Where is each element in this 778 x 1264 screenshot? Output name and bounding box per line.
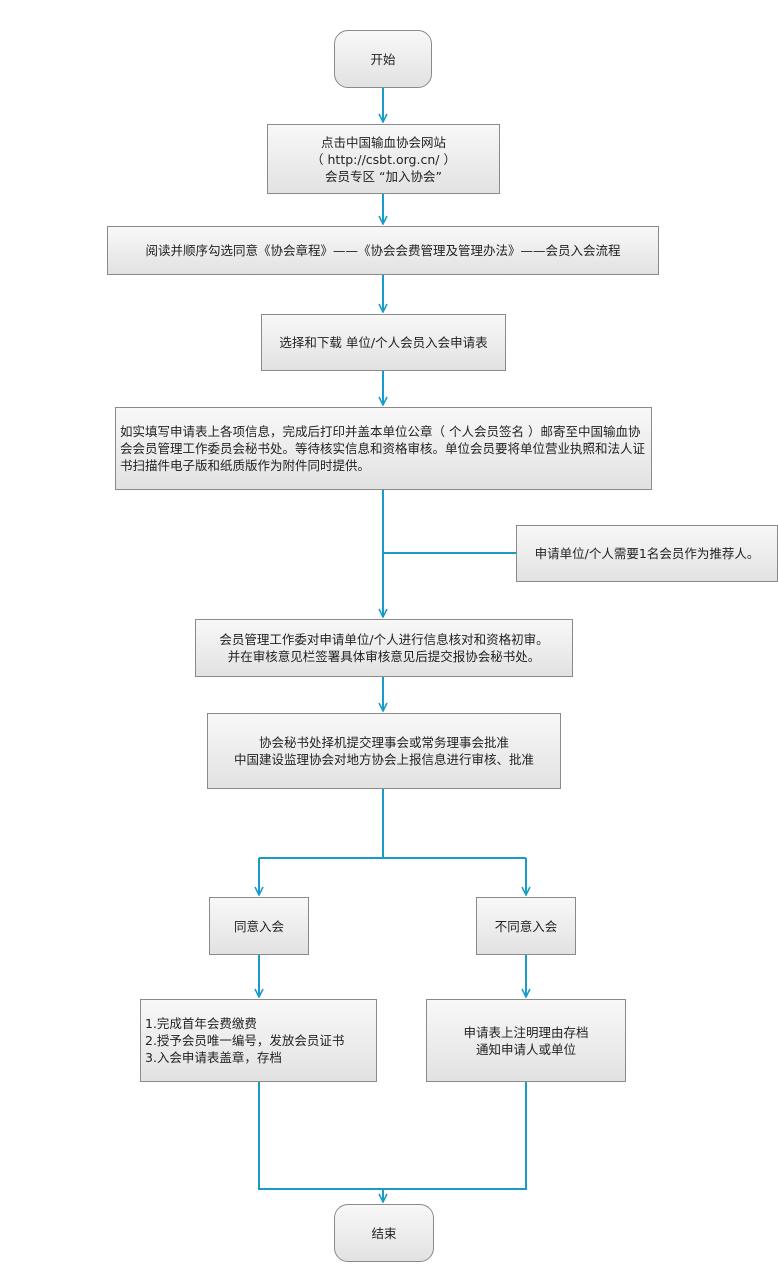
reject-step-2: 通知申请人或单位 [475, 1041, 576, 1057]
reject-label: 不同意入会 [494, 918, 558, 934]
committee-review-step: 会员管理工作委对申请单位/个人进行信息核对和资格初审。 并在审核意见栏签署具体审… [195, 619, 573, 677]
approve-step-2: 2.授予会员唯一编号，发放会员证书 [145, 1033, 345, 1048]
reject-step-1: 申请表上注明理由存档 [463, 1024, 589, 1040]
read-and-agree-text: 阅读并顺序勾选同意《协会章程》——《协会会费管理及管理办法》——会员入会流程 [145, 243, 621, 258]
reject-steps-box: 申请表上注明理由存档 通知申请人或单位 [426, 999, 626, 1082]
connector-merge [258, 1082, 527, 1190]
read-and-agree-step: 阅读并顺序勾选同意《协会章程》——《协会会费管理及管理办法》——会员入会流程 [107, 226, 659, 275]
fill-form-text: 如实填写申请表上各项信息，完成后打印并盖本单位公章（ 个人会员签名 ）邮寄至中国… [120, 424, 646, 473]
end-node: 结束 [334, 1204, 434, 1262]
visit-website-line-1: 点击中国输血协会网站 [320, 134, 446, 150]
committee-review-line-1: 会员管理工作委对申请单位/个人进行信息核对和资格初审。 [219, 632, 549, 647]
end-label: 结束 [371, 1225, 397, 1241]
reject-decision: 不同意入会 [476, 897, 576, 955]
secretariat-approval-step: 协会秘书处择机提交理事会或常务理事会批准 中国建设监理协会对地方协会上报信息进行… [207, 713, 561, 789]
recommender-note: 申请单位/个人需要1名会员作为推荐人。 [516, 525, 778, 582]
approve-steps-box: 1.完成首年会费缴费 2.授予会员唯一编号，发放会员证书 3.入会申请表盖章，存… [140, 999, 377, 1082]
approve-label: 同意入会 [233, 918, 284, 934]
start-label: 开始 [370, 51, 396, 67]
approve-step-1: 1.完成首年会费缴费 [145, 1016, 257, 1031]
committee-review-line-2: 并在审核意见栏签署具体审核意见后提交报协会秘书处。 [227, 649, 541, 664]
download-form-step: 选择和下载 单位/个人会员入会申请表 [261, 314, 506, 371]
secretariat-line-1: 协会秘书处择机提交理事会或常务理事会批准 [258, 735, 509, 750]
recommender-text: 申请单位/个人需要1名会员作为推荐人。 [534, 546, 760, 561]
visit-website-line-3: 会员专区 “加入协会” [325, 168, 442, 184]
secretariat-line-2: 中国建设监理协会对地方协会上报信息进行审核、批准 [233, 752, 534, 767]
fill-form-step: 如实填写申请表上各项信息，完成后打印并盖本单位公章（ 个人会员签名 ）邮寄至中国… [115, 407, 652, 490]
visit-website-step: 点击中国输血协会网站 （ http://csbt.org.cn/ ） 会员专区 … [267, 124, 500, 194]
approve-decision: 同意入会 [209, 897, 309, 955]
start-node: 开始 [334, 30, 432, 88]
approve-step-3: 3.入会申请表盖章，存档 [145, 1050, 282, 1065]
visit-website-line-2: （ http://csbt.org.cn/ ） [311, 151, 456, 167]
download-form-text: 选择和下载 单位/个人会员入会申请表 [279, 335, 488, 350]
